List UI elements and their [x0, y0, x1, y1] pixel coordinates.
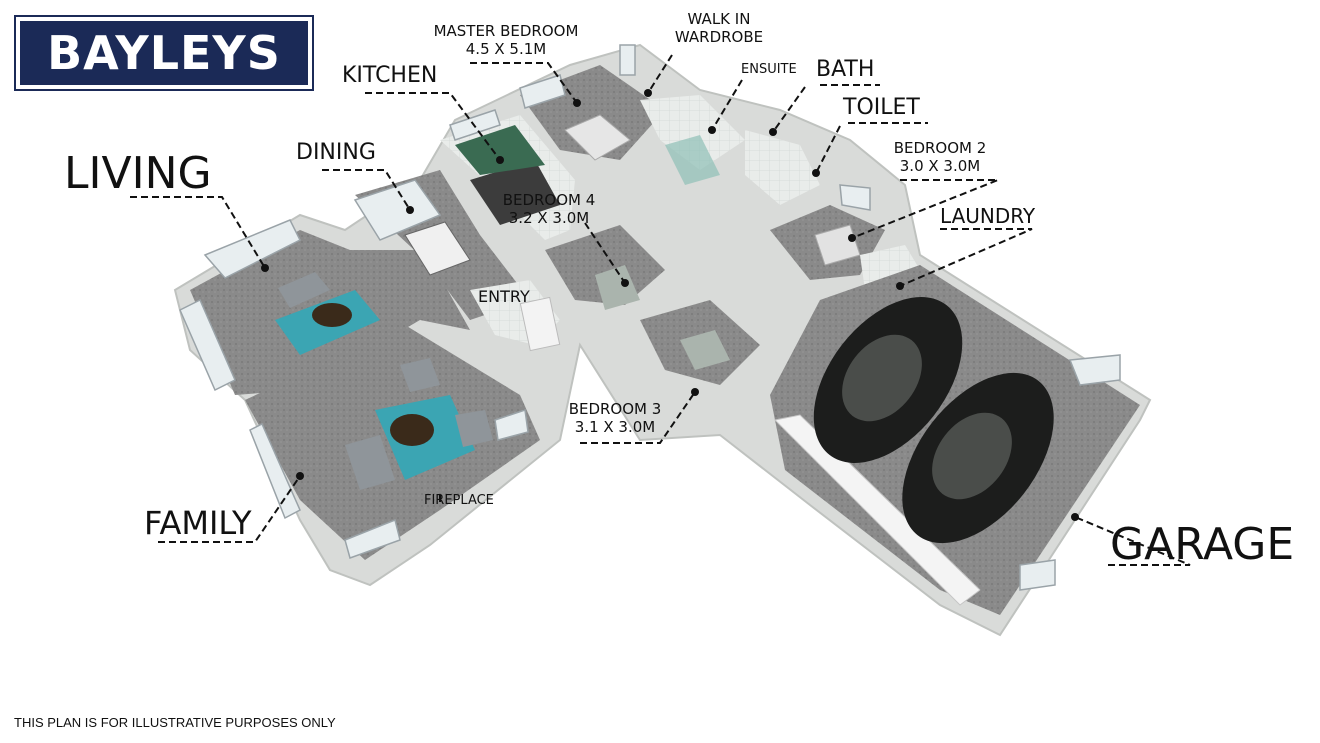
label-laundry: LAUNDRY [940, 204, 1036, 228]
label-bedroom-2: BEDROOM 2 3.0 X 3.0M [880, 139, 1000, 175]
master-bed [564, 114, 631, 161]
label-kitchen: KITCHEN [342, 63, 438, 88]
kitchen-bench [455, 125, 545, 175]
bath-floor [745, 130, 820, 205]
living-sofa [278, 272, 330, 308]
bedroom3-bed [680, 330, 730, 370]
dining-table [404, 221, 471, 276]
label-dining: DINING [296, 140, 376, 165]
label-garage: GARAGE [1110, 519, 1295, 570]
bedroom-3-size: 3.1 X 3.0M [574, 418, 656, 436]
car-1 [813, 297, 963, 463]
car-2 [902, 372, 1054, 544]
label-bath: BATH [816, 57, 875, 82]
family-chair-2 [455, 410, 493, 447]
leader-lines [130, 54, 1191, 566]
label-family: FAMILY [144, 504, 252, 542]
bedroom4-floor [545, 225, 665, 305]
label-fireplace: FIREPLACE [424, 493, 494, 508]
family-chair-1 [400, 358, 440, 392]
label-bedroom-4: BEDROOM 4 3.2 X 3.0M [494, 191, 604, 227]
wardrobe-text: WARDROBE [674, 28, 764, 46]
walk-in-text: WALK IN [687, 10, 751, 28]
label-bedroom-3: BEDROOM 3 3.1 X 3.0M [560, 400, 670, 436]
master-bedroom-size: 4.5 X 5.1M [465, 40, 547, 58]
kitchen-island [470, 160, 560, 225]
leader-dots [261, 89, 1079, 521]
living-coffee-table [312, 303, 352, 327]
label-master-bedroom: MASTER BEDROOM 4.5 X 5.1M [425, 22, 587, 58]
label-toilet: TOILET [843, 95, 920, 120]
entry-door [519, 296, 561, 352]
logo-text: BAYLEYS [20, 21, 308, 85]
bedroom-3-name: BEDROOM 3 [568, 400, 662, 418]
label-living: LIVING [64, 148, 212, 199]
label-ensuite: ENSUITE [741, 62, 797, 77]
ensuite-glass [665, 135, 720, 185]
bedroom4-bed [595, 265, 640, 310]
bayleys-logo: BAYLEYS [14, 15, 314, 91]
bedroom-2-size: 3.0 X 3.0M [899, 157, 981, 175]
ensuite-floor [640, 95, 745, 170]
master-bedroom-name: MASTER BEDROOM [433, 22, 579, 40]
garage-door [773, 414, 981, 606]
disclaimer-text: THIS PLAN IS FOR ILLUSTRATIVE PURPOSES O… [14, 715, 336, 730]
family-coffee-table [390, 414, 434, 446]
bedroom-4-name: BEDROOM 4 [502, 191, 596, 209]
family-sofa-1 [345, 435, 395, 490]
label-entry: ENTRY [478, 287, 530, 306]
bedroom-4-size: 3.2 X 3.0M [508, 209, 590, 227]
bedroom-2-name: BEDROOM 2 [893, 139, 987, 157]
label-walk-in-wardrobe: WALK IN WARDROBE [664, 10, 774, 46]
